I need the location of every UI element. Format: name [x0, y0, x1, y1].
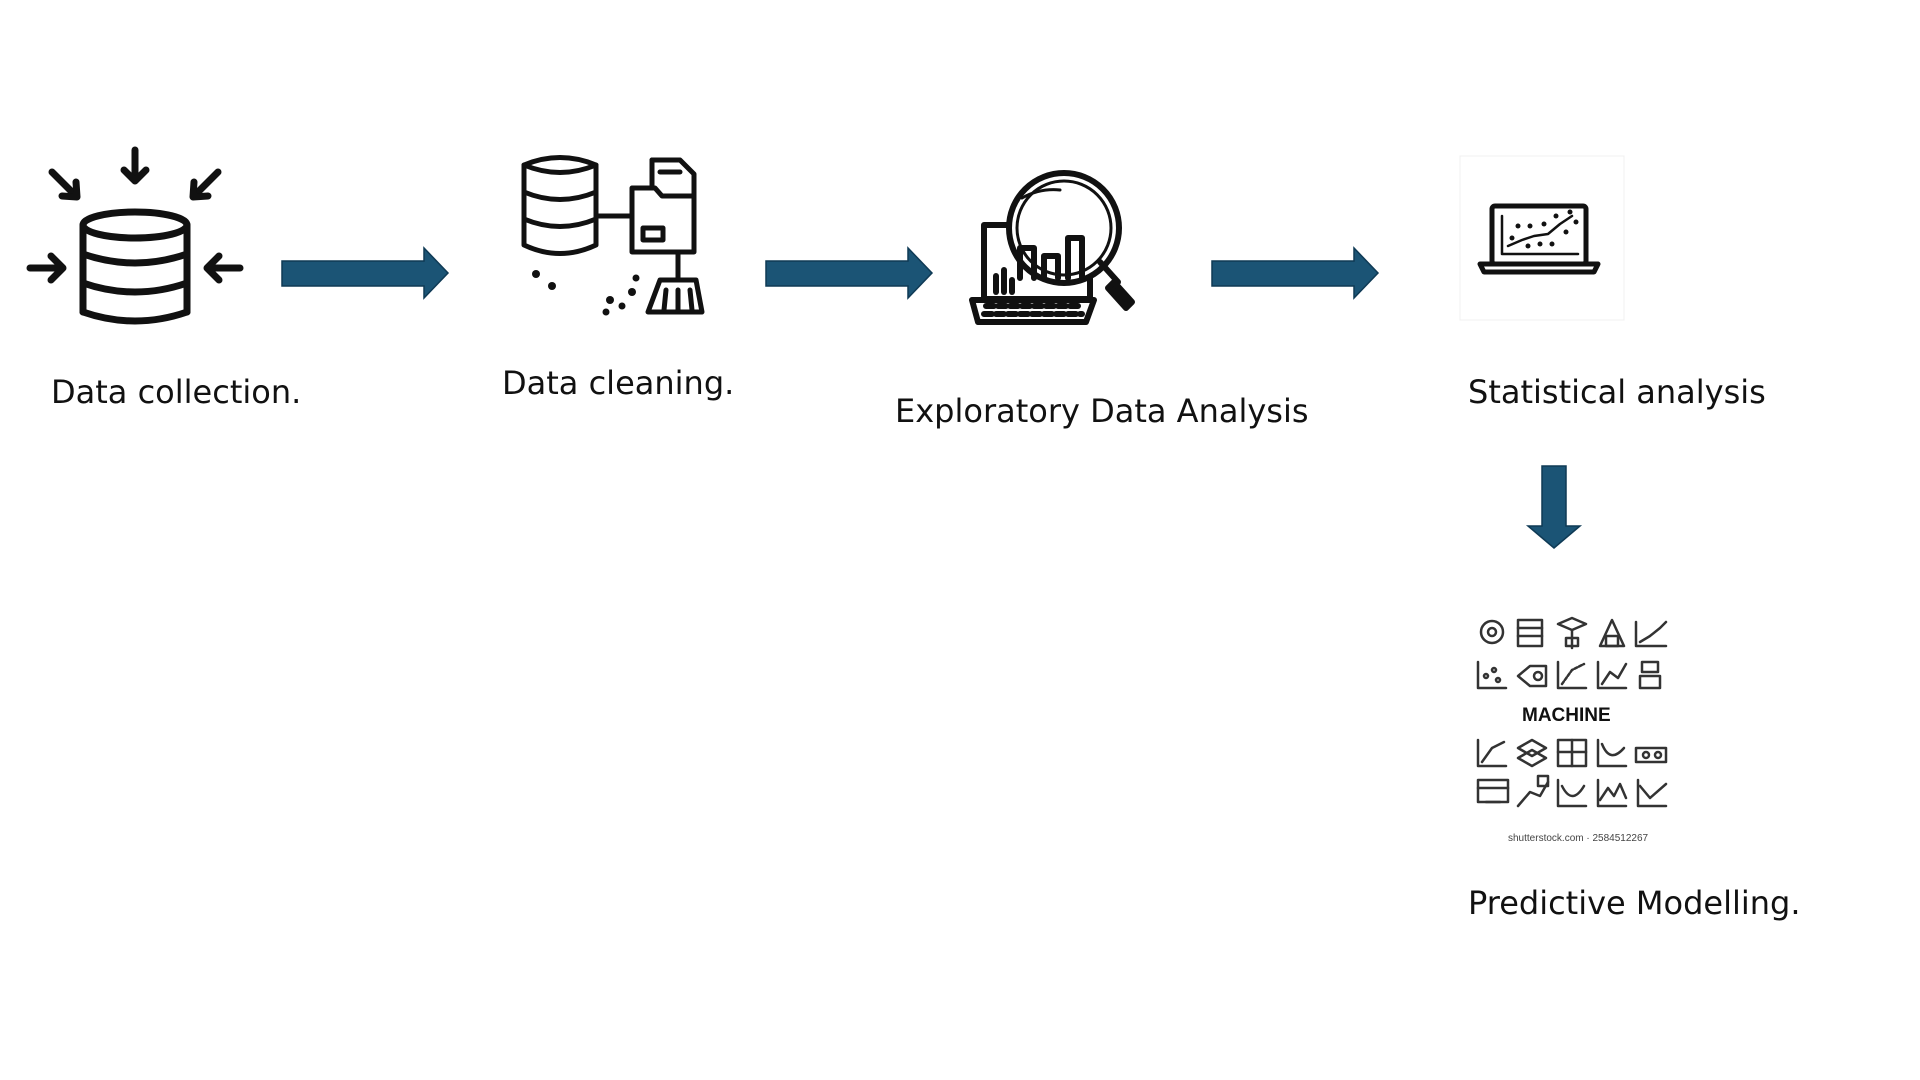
machine-learning-icons [1476, 616, 1668, 808]
magnifier-chart-icon [969, 170, 1135, 325]
dust-dots-icon [532, 270, 640, 316]
step-label-data-cleaning: Data cleaning. [502, 364, 735, 402]
ml-icon-row-2 [1476, 660, 1662, 690]
step-label-statistical-analysis: Statistical analysis [1468, 373, 1766, 411]
flow-arrows [281, 246, 1583, 549]
ml-image-caption: MACHINE [1522, 705, 1611, 726]
ml-icon-row-3 [1476, 738, 1668, 768]
step-label-predictive-modelling: Predictive Modelling. [1468, 884, 1801, 922]
arrow-cleaning-to-eda [765, 246, 934, 300]
step-label-exploratory-data-analysis: Exploratory Data Analysis [895, 392, 1309, 430]
arrow-stats-to-predictive [1525, 465, 1583, 549]
step-label-data-collection: Data collection. [51, 373, 302, 411]
laptop-scatter-icon [1459, 155, 1625, 321]
arrow-collection-to-cleaning [281, 246, 450, 300]
ml-icon-row-4 [1476, 774, 1668, 808]
database-inflow-icon [26, 146, 244, 325]
database-cleaning-icon [521, 155, 705, 315]
arrow-eda-to-stats [1211, 246, 1380, 300]
ml-image-credit: shutterstock.com · 2584512267 [1508, 833, 1649, 844]
ml-icon-row-1 [1479, 616, 1668, 650]
